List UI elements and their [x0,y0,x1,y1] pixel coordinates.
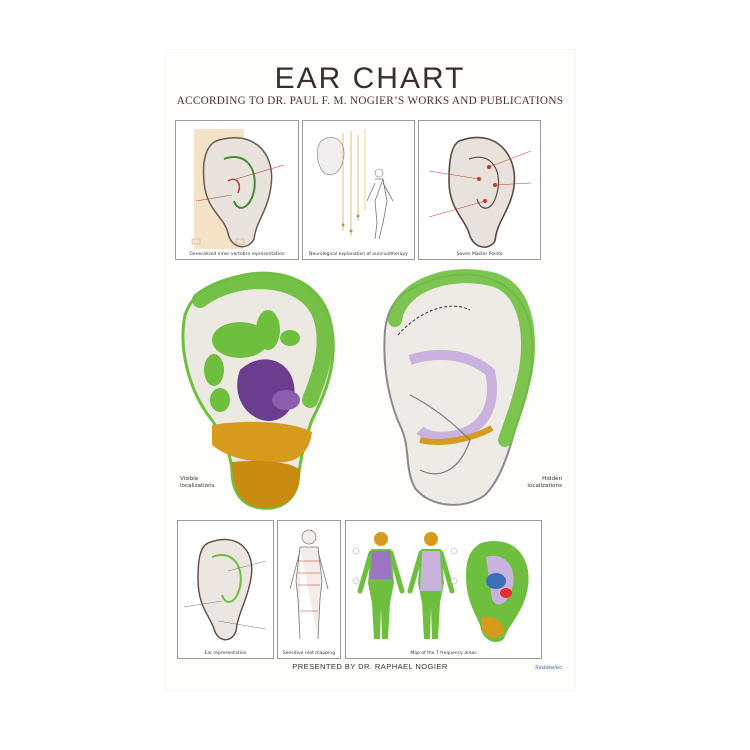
poster-subtitle: ACCORDING TO DR. PAUL F. M. NOGIER’S WOR… [176,95,564,107]
ear-representation-illustration [183,538,267,641]
panel-neurological-explanation: Neurological explanation of auriculother… [302,120,415,260]
body-root-mapping-illustration [289,529,329,640]
ear-vertebra-illustration [191,129,285,249]
left-ear-visible [181,271,335,510]
sedatelec-logo: Sedatelec [535,665,563,671]
panel-caption: Map of the 7 frequency areas [410,651,477,656]
panel-seven-master-points: Seven Master Points [418,120,541,260]
panel-ear-representation: Ear representation [177,520,274,659]
left-ear-label: Visible localizations [180,476,215,489]
panel-caption: Neurological explanation of auriculother… [309,252,408,257]
poster-title: EAR CHART [274,62,466,95]
panel-caption: Seven Master Points [456,252,503,257]
right-ear-label: Hidden localizations [527,476,562,489]
panel-frequency-areas: Map of the 7 frequency areas [345,520,542,659]
panel-caption: Generalized inner vertebra representatio… [189,252,285,257]
panel-caption: Sensitive root mapping [282,651,336,656]
panel-sensitive-root-mapping: Sensitive root mapping [277,520,341,659]
presenter-credit: PRESENTED BY DR. RAPHAEL NOGIER [292,662,448,671]
master-points-ear-illustration [428,136,532,248]
panel-vertebra-representation: Generalized inner vertebra representatio… [175,120,299,260]
panel-caption: Ear representation [204,651,247,656]
neurological-body-illustration [316,129,394,240]
right-ear-hidden [383,269,535,506]
frequency-areas-illustration [352,532,529,643]
